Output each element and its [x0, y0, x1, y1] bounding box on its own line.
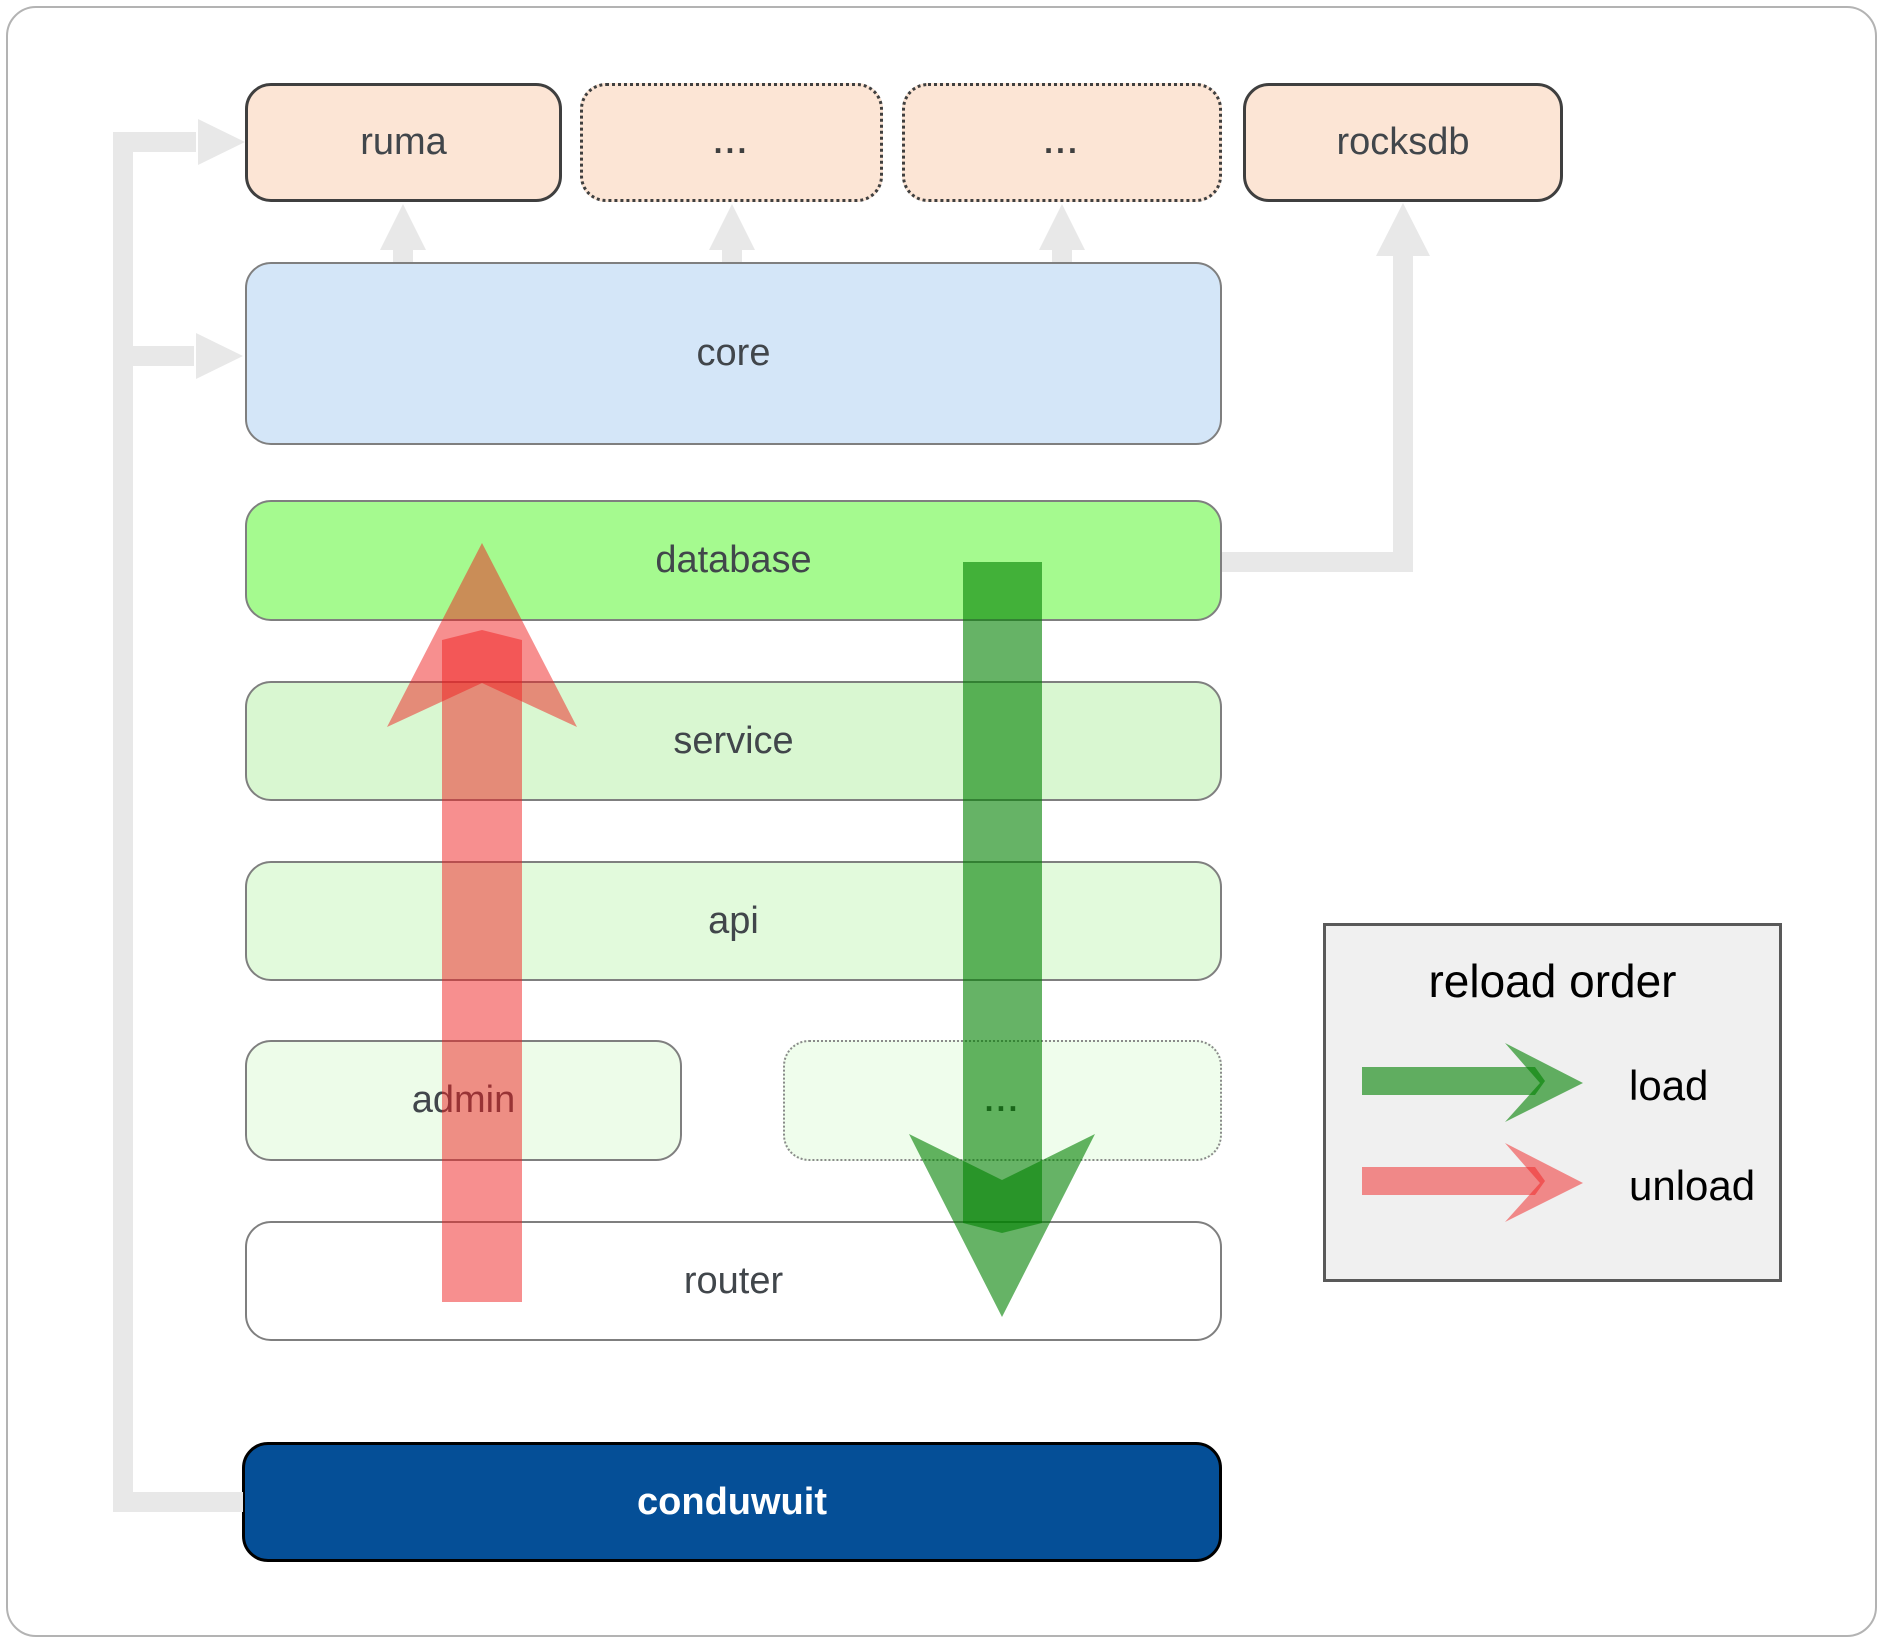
- arrowhead-core-to-ruma: [380, 204, 426, 250]
- node-label: router: [683, 1259, 784, 1302]
- node-other-dependencies-2: ...: [902, 83, 1222, 202]
- ellipsis-label: ...: [984, 1082, 1021, 1118]
- legend-title: reload order: [1428, 955, 1677, 1007]
- node-label: service: [673, 719, 794, 762]
- legend-unload-label: unload: [1629, 1162, 1756, 1209]
- node-label: api: [708, 899, 759, 942]
- node-label: rocksdb: [1336, 121, 1470, 163]
- arrowhead-into-ruma: [198, 119, 245, 165]
- node-database: database: [245, 500, 1222, 621]
- ellipsis-label: ...: [1044, 124, 1080, 160]
- node-admin: admin: [245, 1040, 682, 1161]
- node-label: database: [655, 539, 812, 581]
- node-label: admin: [411, 1079, 516, 1121]
- legend-load-label: load: [1629, 1062, 1709, 1109]
- node-label: conduwuit: [637, 1480, 827, 1523]
- node-label: ruma: [360, 121, 447, 163]
- node-router: router: [245, 1221, 1222, 1341]
- node-ruma: ruma: [245, 83, 562, 202]
- node-rocksdb: rocksdb: [1243, 83, 1563, 202]
- node-label: core: [696, 332, 771, 374]
- node-conduwuit: conduwuit: [242, 1442, 1222, 1562]
- arrowhead-core-to-dep3: [1039, 204, 1085, 250]
- connector-conduwuit-to-ruma: [113, 132, 243, 1512]
- arrowhead-into-rocksdb: [1376, 203, 1430, 256]
- ellipsis-label: ...: [713, 124, 750, 160]
- node-core: core: [245, 262, 1222, 445]
- legend-reload-order: reload order load unload: [1323, 923, 1782, 1282]
- node-other-dependencies-1: ...: [580, 83, 883, 202]
- arrowhead-core-to-dep2: [709, 204, 755, 250]
- connector-database-to-rocksdb: [1222, 256, 1413, 572]
- page-border: [6, 6, 1877, 1637]
- node-other-services: ...: [783, 1040, 1222, 1161]
- arrowhead-into-core: [196, 333, 243, 379]
- node-service: service: [245, 681, 1222, 801]
- node-api: api: [245, 861, 1222, 981]
